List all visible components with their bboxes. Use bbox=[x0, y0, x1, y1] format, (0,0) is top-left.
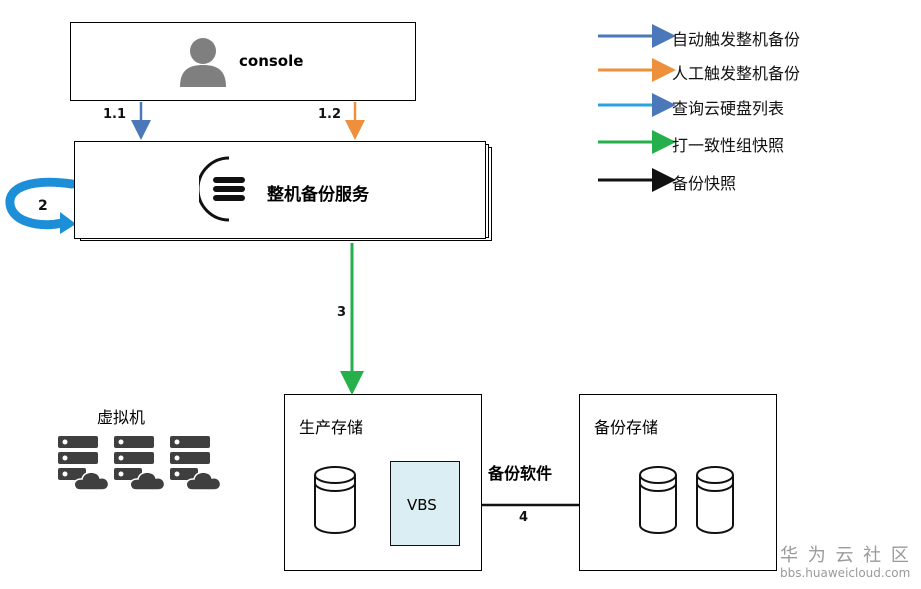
legend-label-consistency-snapshot: 打一致性组快照 bbox=[672, 136, 785, 155]
service-label: 整机备份服务 bbox=[267, 185, 369, 205]
vbs-label: VBS bbox=[407, 496, 437, 514]
vbs-box: VBS bbox=[390, 461, 460, 546]
legend-label-auto-backup: 自动触发整机备份 bbox=[672, 30, 801, 49]
service-icon bbox=[199, 156, 245, 222]
disk-icon bbox=[639, 466, 677, 534]
legend-label-backup-snapshot: 备份快照 bbox=[672, 174, 737, 193]
backup-storage-label: 备份存储 bbox=[594, 418, 659, 437]
production-storage-box: 生产存储 VBS bbox=[284, 394, 482, 571]
legend-label-query-disks: 查询云硬盘列表 bbox=[672, 99, 785, 118]
vm-label: 虚拟机 bbox=[97, 408, 146, 427]
console-box: console bbox=[70, 22, 416, 101]
vm-server-icons bbox=[58, 435, 222, 491]
user-icon bbox=[180, 38, 226, 87]
step-label-1-1: 1.1 bbox=[103, 107, 127, 122]
disk-icon bbox=[314, 466, 356, 534]
service-box: 整机备份服务 bbox=[74, 141, 486, 239]
disk-icon bbox=[696, 466, 734, 534]
legend-label-manual-backup: 人工触发整机备份 bbox=[672, 64, 801, 83]
console-label: console bbox=[239, 52, 304, 70]
backup-software-label: 备份软件 bbox=[488, 464, 553, 483]
production-storage-label: 生产存储 bbox=[299, 418, 364, 437]
arrow-2-loop bbox=[5, 177, 77, 234]
backup-storage-box: 备份存储 bbox=[579, 394, 777, 571]
step-label-3: 3 bbox=[337, 305, 347, 320]
step-label-1-2: 1.2 bbox=[318, 107, 342, 122]
step-label-2: 2 bbox=[38, 198, 48, 214]
watermark-title: 华 为 云 社 区 bbox=[780, 545, 911, 566]
step-label-4: 4 bbox=[519, 510, 529, 525]
watermark-url: bbs.huaweicloud.com bbox=[780, 566, 911, 580]
